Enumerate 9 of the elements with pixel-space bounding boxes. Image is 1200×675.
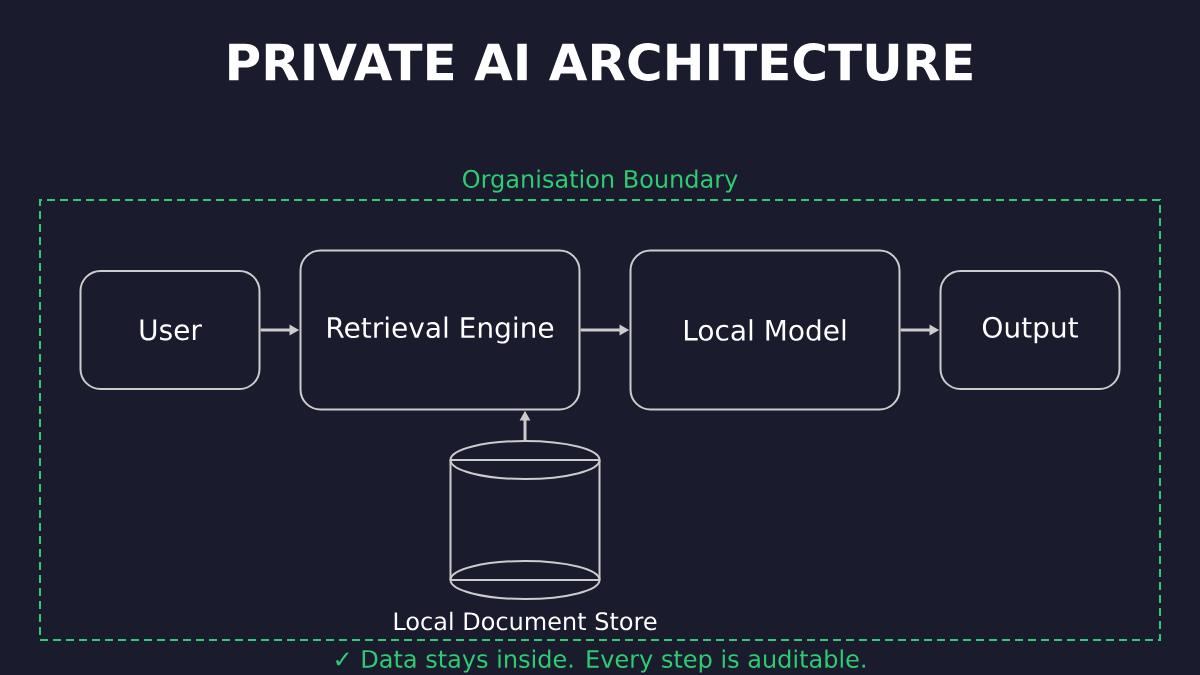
process-box: Retrieval Engine	[299, 249, 581, 411]
database-cylinder: Local Document Store	[394, 440, 657, 631]
process-box: User	[79, 270, 261, 390]
process-box: Output	[939, 270, 1121, 390]
node-label: Organisation Boundary	[463, 169, 738, 193]
title: PRIVATE AI ARCHITECTURE	[229, 43, 972, 81]
caption: ✓ Data stays inside. Every step is auditable.	[336, 649, 865, 673]
node-label: Local Document Store	[394, 611, 657, 631]
process-box: Local Model	[629, 249, 901, 411]
